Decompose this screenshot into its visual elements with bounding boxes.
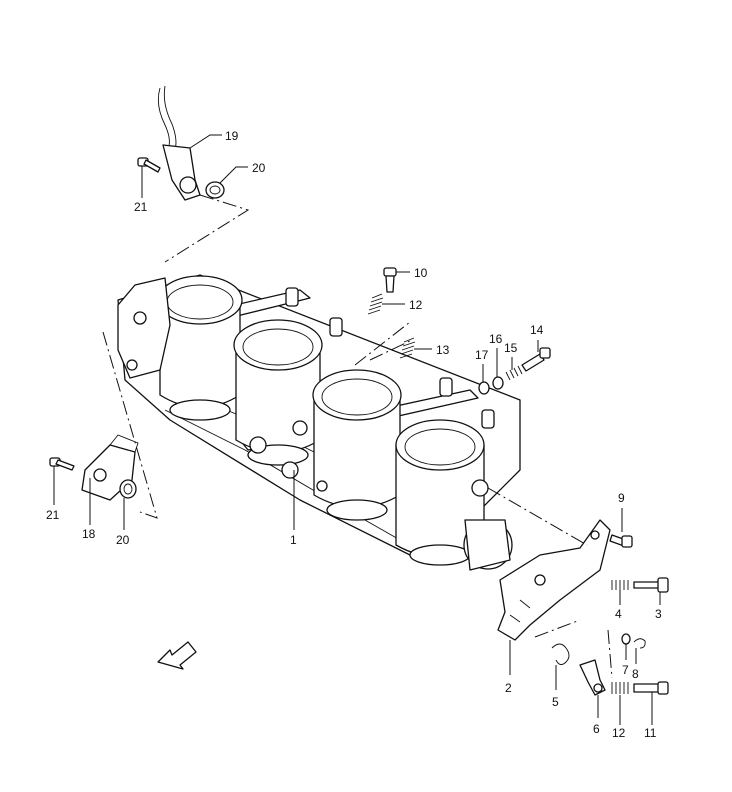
assembly-lines [102, 194, 613, 679]
clip-8 [633, 638, 646, 649]
label-5: 5 [552, 695, 559, 709]
spring-5 [551, 643, 570, 665]
label-18: 18 [82, 527, 96, 541]
spring-4 [611, 580, 629, 590]
label-7: 7 [622, 663, 629, 677]
label-2: 2 [505, 681, 512, 695]
lever-6 [579, 659, 606, 696]
sensor-19 [157, 85, 201, 201]
spring-12-bottom [611, 682, 629, 694]
label-4: 4 [615, 607, 622, 621]
washer-17 [478, 381, 490, 395]
washer-7 [621, 633, 631, 645]
spring-13 [399, 337, 416, 359]
throttle-bore-4 [395, 419, 485, 566]
label-11: 11 [644, 726, 657, 740]
label-6: 6 [593, 722, 600, 736]
label-13: 13 [436, 343, 450, 357]
throttle-bore-1 [157, 275, 243, 421]
screw-3 [633, 577, 669, 593]
washer-16 [492, 376, 504, 390]
label-17: 17 [475, 348, 489, 362]
sensor-boss-left [117, 277, 171, 379]
label-3: 3 [655, 607, 662, 621]
screw-14 [521, 347, 551, 372]
part-labels: 1 2 3 4 5 6 7 8 9 10 11 12 12 13 14 15 1… [46, 129, 662, 740]
label-12-top: 12 [409, 298, 423, 312]
label-21-top: 21 [134, 200, 148, 214]
throttle-bore-3 [312, 369, 402, 521]
screw-9 [609, 534, 633, 548]
screw-21-top [137, 157, 161, 173]
label-8: 8 [632, 667, 639, 681]
label-20-bottom: 20 [116, 533, 130, 547]
label-16: 16 [489, 332, 503, 346]
spring-12-top [367, 293, 384, 315]
spring-15 [505, 365, 523, 381]
o-ring-20-bottom [119, 479, 137, 499]
label-12-bottom: 12 [612, 726, 626, 740]
fwd-arrow: FWD [157, 641, 197, 670]
label-10: 10 [414, 266, 428, 280]
bracket-2 [497, 519, 611, 641]
label-15: 15 [504, 341, 518, 355]
label-19: 19 [225, 129, 239, 143]
label-21-bottom: 21 [46, 508, 60, 522]
o-ring-20-top [205, 181, 225, 199]
throttle-body-assembly [117, 274, 521, 571]
throttle-pulley [463, 479, 513, 571]
screw-11 [633, 681, 669, 695]
screw-10 [383, 267, 397, 293]
screw-21-bottom [49, 457, 75, 471]
label-9: 9 [618, 491, 625, 505]
label-14: 14 [530, 323, 544, 337]
throttle-bore-2 [233, 319, 323, 466]
leader-lines [53, 134, 661, 725]
label-1: 1 [290, 533, 297, 547]
label-20-top: 20 [252, 161, 266, 175]
